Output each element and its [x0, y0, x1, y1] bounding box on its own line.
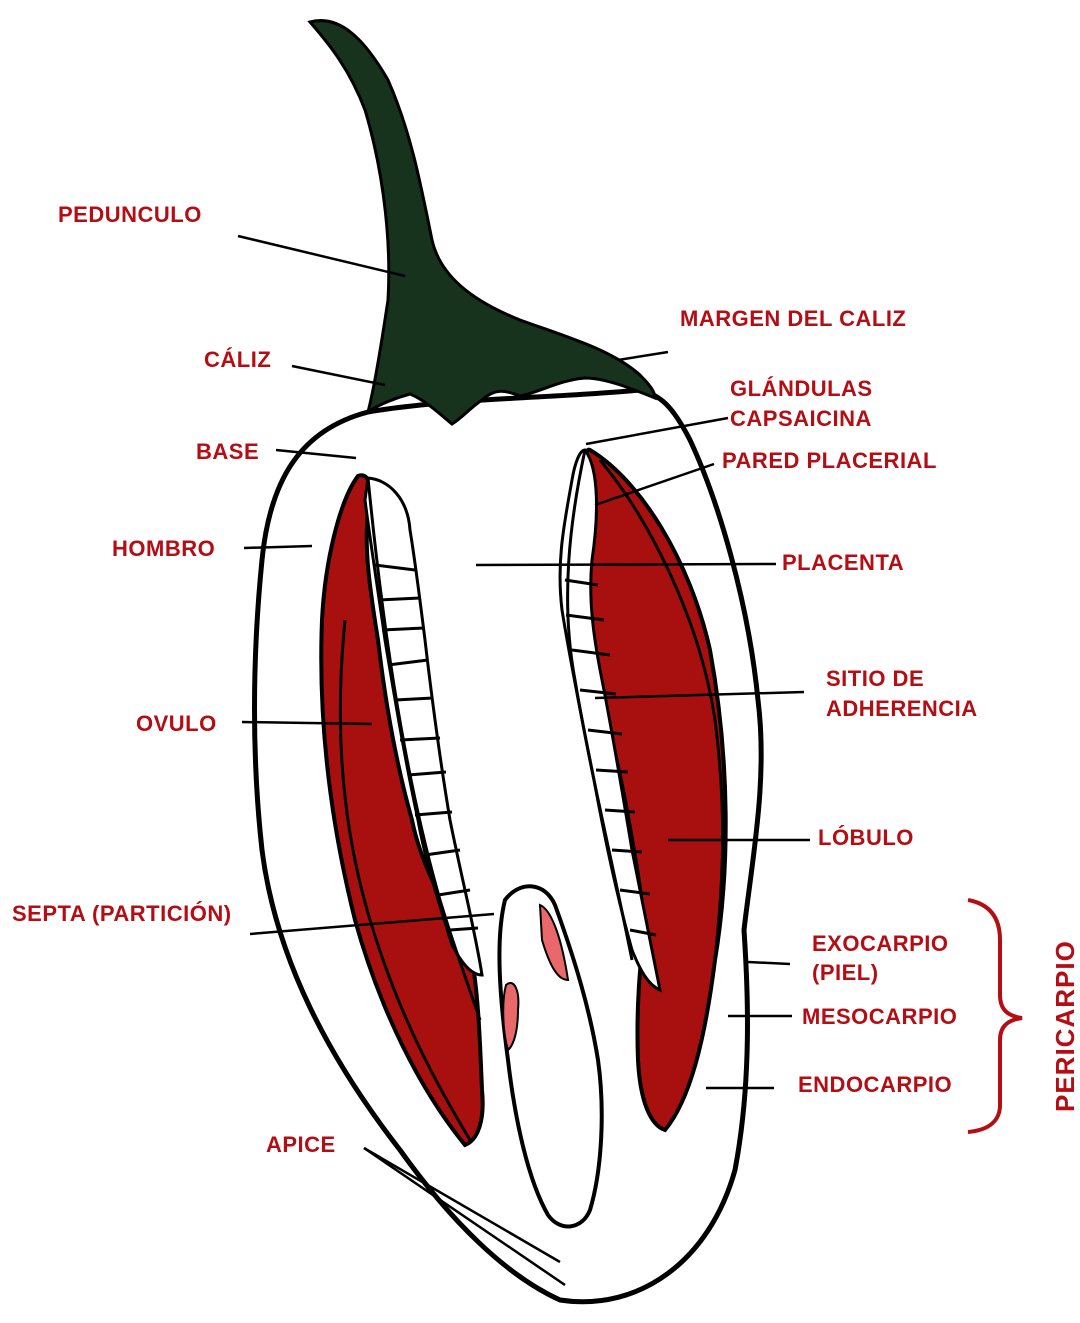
- label-placenta: PLACENTA: [782, 550, 904, 575]
- label-mesocarpio: MESOCARPIO: [802, 1004, 957, 1029]
- label-caliz: CÁLIZ: [204, 347, 271, 372]
- label-sitio-1: SITIO DE: [826, 666, 924, 691]
- label-ovulo: OVULO: [136, 711, 217, 736]
- leader-pedunculo: [238, 236, 405, 276]
- label-exocarpio-2: (PIEL): [812, 960, 879, 985]
- peduncle-and-calyx: [310, 21, 655, 424]
- label-septa: SEPTA (PARTICIÓN): [12, 901, 232, 926]
- label-margen-caliz: MARGEN DEL CALIZ: [680, 306, 906, 331]
- label-glandulas-1: GLÁNDULAS: [730, 376, 873, 401]
- label-pared-placerial: PARED PLACERIAL: [722, 448, 937, 473]
- label-pedunculo: PEDUNCULO: [58, 202, 202, 227]
- label-pericarpio: PERICARPIO: [1050, 940, 1080, 1112]
- leader-caliz: [292, 366, 385, 385]
- label-endocarpio: ENDOCARPIO: [798, 1072, 952, 1097]
- label-exocarpio-1: EXOCARPIO: [812, 931, 949, 956]
- label-glandulas-2: CAPSAICINA: [730, 406, 872, 431]
- pericarpio-bracket: [968, 900, 1022, 1132]
- label-lobulo: LÓBULO: [818, 825, 914, 850]
- leader-margen-caliz: [618, 352, 668, 360]
- leader-exocarpio: [748, 962, 790, 964]
- leader-placenta: [476, 564, 776, 565]
- label-base: BASE: [196, 439, 259, 464]
- label-sitio-2: ADHERENCIA: [826, 696, 978, 721]
- label-apice: APICE: [266, 1132, 336, 1157]
- label-hombro: HOMBRO: [112, 536, 215, 561]
